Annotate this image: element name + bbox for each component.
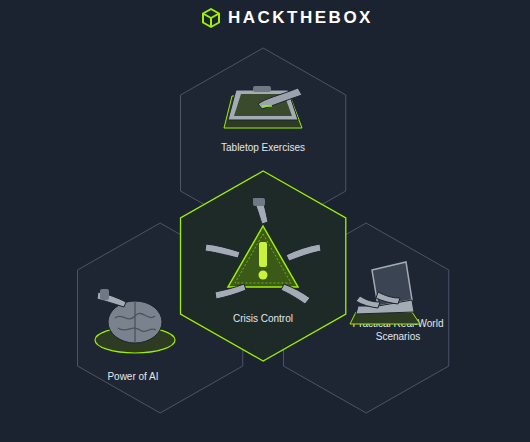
node-label: Crisis Control bbox=[198, 312, 328, 325]
hexagon-outline bbox=[283, 223, 448, 413]
cube-edge bbox=[210, 18, 212, 27]
node-text-group: Crisis Control bbox=[198, 312, 328, 325]
cube-edge bbox=[203, 14, 219, 19]
node-label: Power of AI bbox=[78, 370, 188, 383]
node-label: Practical Real-World Scenarios bbox=[348, 317, 448, 343]
node-text-group: Tabletop Exercises bbox=[188, 141, 338, 154]
node-label: Tabletop Exercises bbox=[188, 141, 338, 154]
node-text-group: Practical Real-World Scenarios bbox=[348, 317, 448, 343]
node-text-group: Power of AI bbox=[78, 370, 188, 383]
logo-cube bbox=[203, 9, 219, 27]
hexagon-shape bbox=[180, 170, 346, 362]
cube-outline bbox=[203, 9, 219, 27]
hexagon-outline bbox=[77, 223, 242, 413]
hexagon-node: Crisis Control bbox=[180, 170, 346, 362]
brand-logo-text: HACKTHEBOX bbox=[228, 8, 373, 28]
